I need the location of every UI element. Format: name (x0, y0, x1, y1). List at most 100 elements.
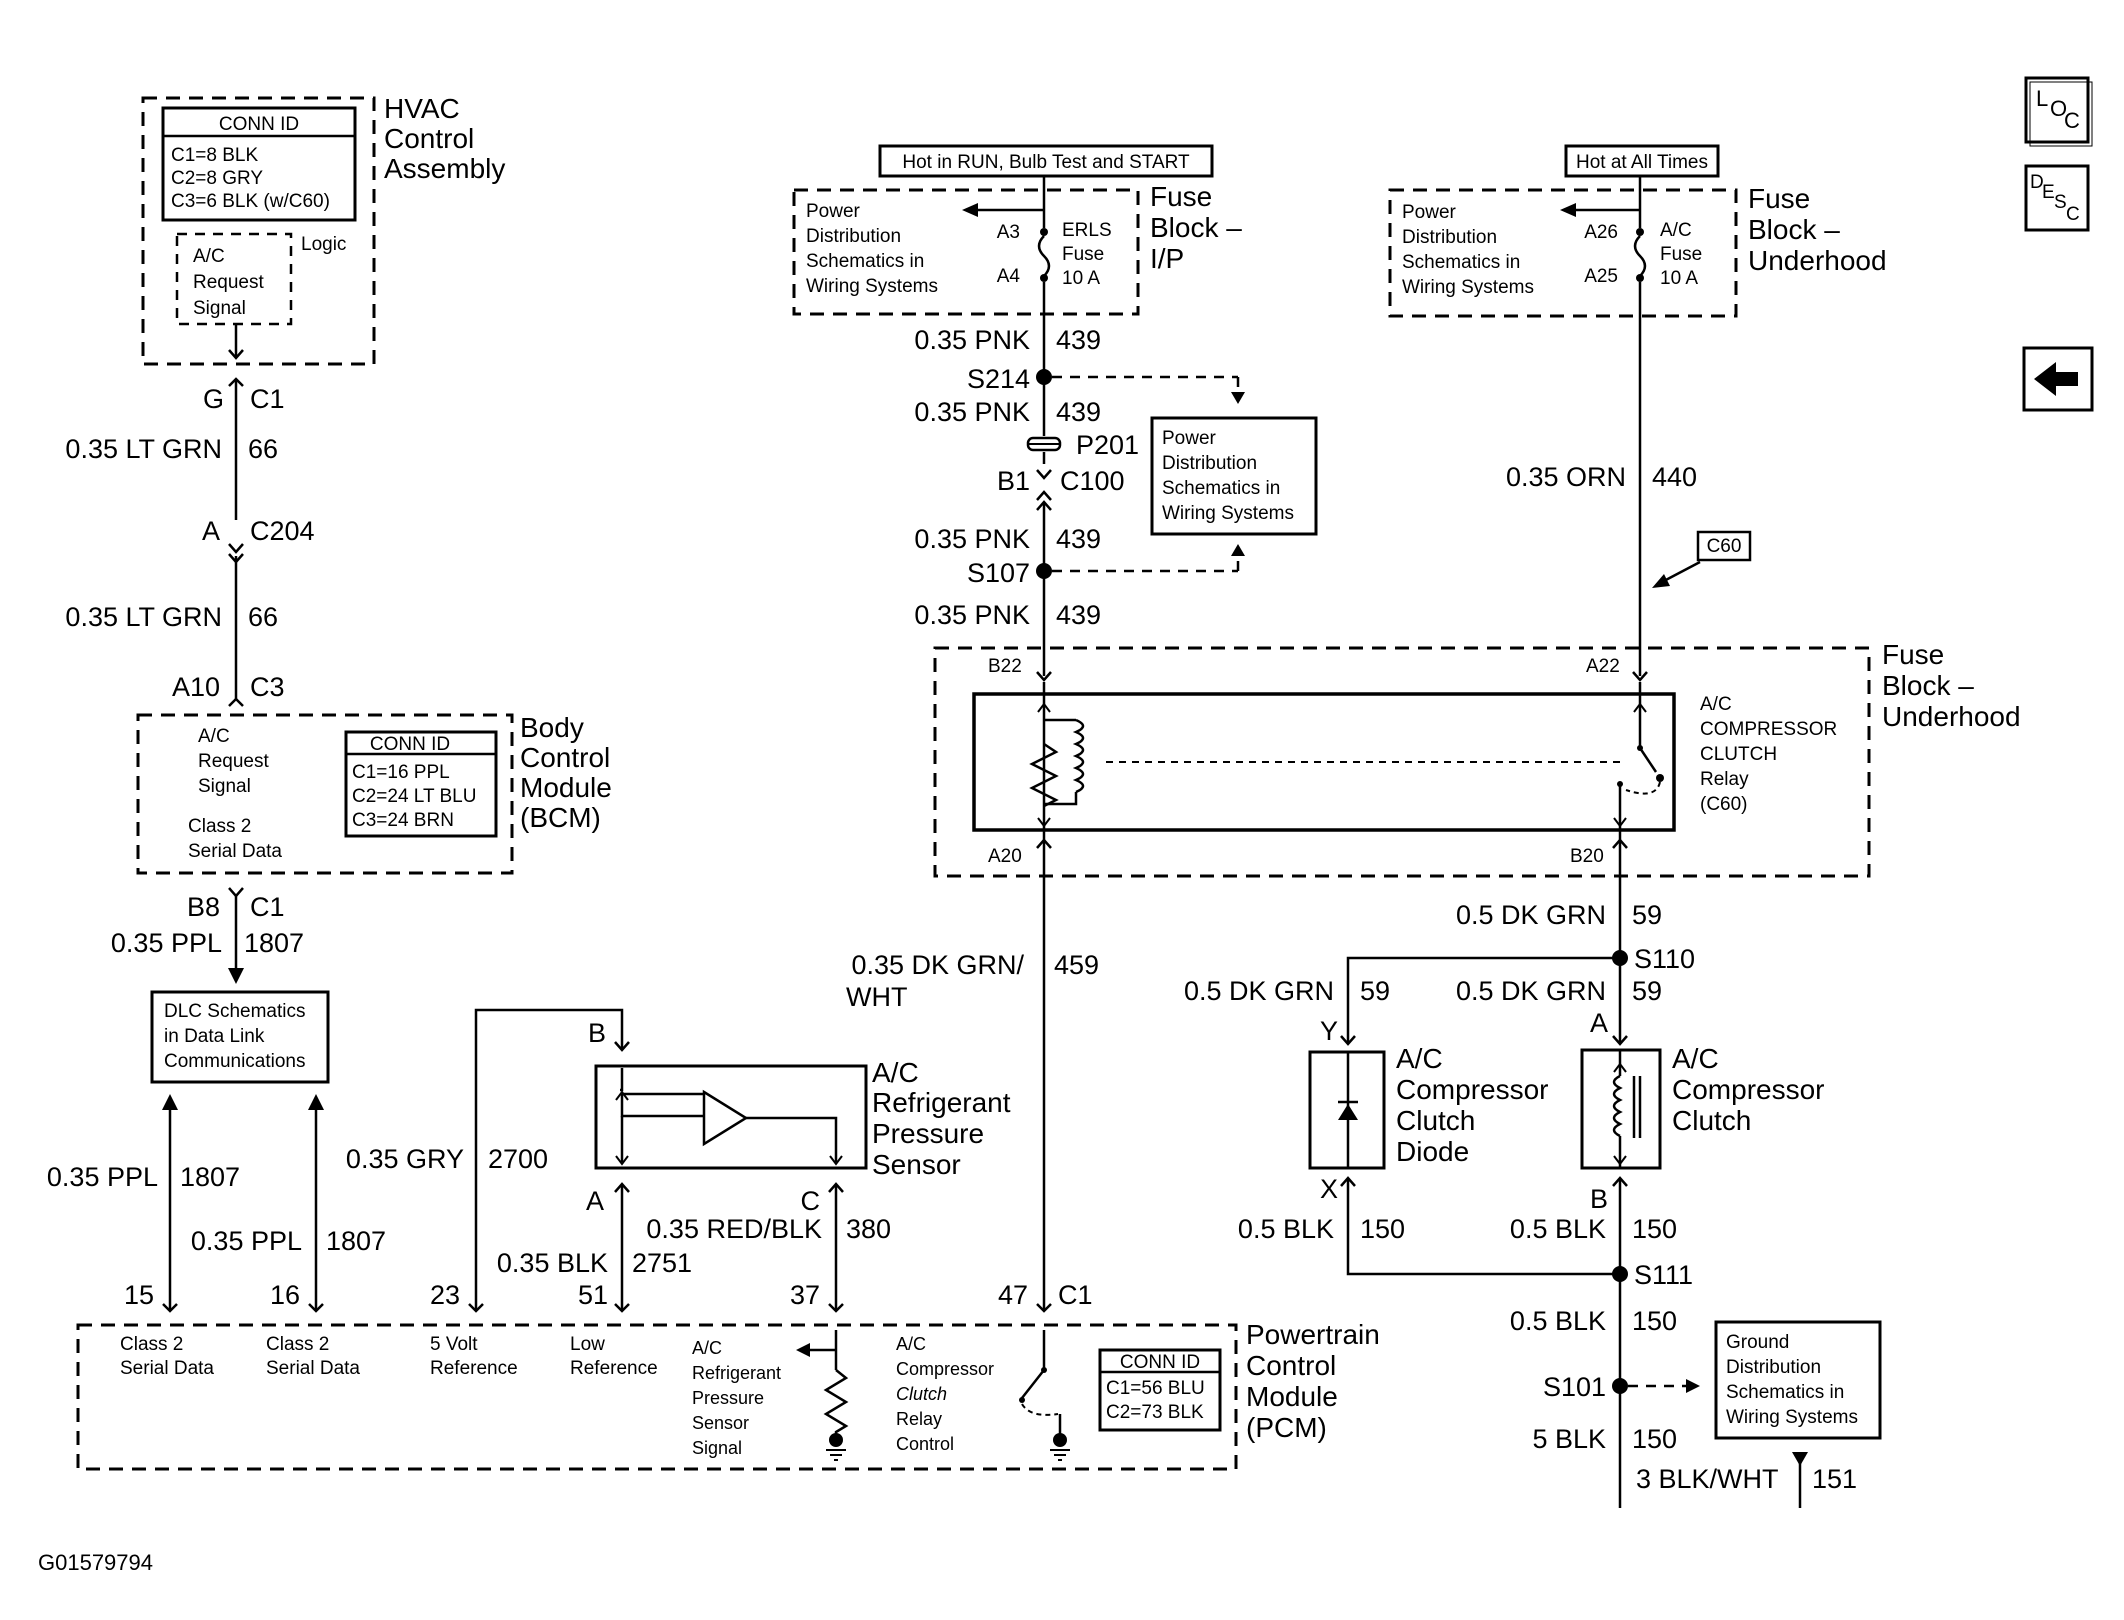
wire-number: 66 (248, 602, 278, 632)
pcm-label: Serial Data (120, 1358, 214, 1379)
fuse-block-underhood-title: Underhood (1748, 245, 1887, 276)
erls-fuse-label: Fuse (1062, 244, 1104, 265)
bcm-signal-label: A/C (198, 726, 230, 747)
wire-color: 0.5 BLK (1238, 1214, 1334, 1244)
relay-label: (C60) (1700, 794, 1748, 815)
pcm-title: Powertrain (1246, 1319, 1380, 1350)
pcm-conn-row: C1=56 BLU (1106, 1378, 1205, 1399)
pcm-label: Control (896, 1434, 954, 1454)
hvac-conn-row: C2=8 GRY (171, 168, 263, 189)
fuse-pin-a3: A3 (997, 222, 1020, 243)
wire-number: 59 (1632, 900, 1662, 930)
wire-color: 0.35 GRY (346, 1144, 464, 1174)
wire-number: 459 (1054, 950, 1099, 980)
wire-number: 380 (846, 1214, 891, 1244)
wire-number: 439 (1056, 600, 1101, 630)
ac-compressor-clutch: A/C Compressor Clutch (1580, 1043, 1824, 1170)
pcm-conn-row: C2=73 BLK (1106, 1402, 1204, 1423)
bcm-signal-label: Signal (198, 776, 251, 797)
bcm-conn-id-header: CONN ID (370, 734, 450, 755)
fuse-block-ip: Hot in RUN, Bulb Test and START Power Di… (792, 144, 1242, 316)
conn-p201: P201 (1076, 430, 1139, 460)
wire-color: 0.5 BLK (1510, 1214, 1606, 1244)
ac-fuse-label: A/C (1660, 220, 1692, 241)
diode-title: Compressor (1396, 1074, 1548, 1105)
fuse-pin-a26: A26 (1584, 222, 1618, 243)
ac-compressor-clutch-diode: A/C Compressor Clutch Diode (1308, 1043, 1548, 1170)
splice-s111: S111 (1634, 1260, 1693, 1290)
pcm-label: Serial Data (266, 1358, 360, 1379)
power-dist-label: Schematics in (1402, 252, 1520, 273)
bcm-conn-row: C3=24 BRN (352, 810, 454, 831)
pcm-pin: 15 (124, 1280, 154, 1310)
power-dist-label: Power (1402, 202, 1457, 223)
fuse-pin-a4: A4 (997, 266, 1021, 287)
wire-color: 0.35 PNK (914, 524, 1030, 554)
hvac-conn-row: C3=6 BLK (w/C60) (171, 191, 330, 212)
ground-dist-label: Ground (1726, 1332, 1789, 1353)
sensor-pin-b: B (588, 1018, 606, 1048)
pcm-pin: 16 (270, 1280, 300, 1310)
pcm-pin: 51 (578, 1280, 608, 1310)
c60-tag: C60 (1707, 536, 1742, 557)
relay-label: Relay (1700, 769, 1749, 790)
fuse-block-underhood-title: Block – (1748, 214, 1840, 245)
clutch-pin-a: A (1590, 1008, 1608, 1038)
relay-label: COMPRESSOR (1700, 719, 1837, 740)
sensor-title: Sensor (872, 1149, 961, 1180)
wire-number: 1807 (244, 928, 304, 958)
fuse-block-relay-title: Fuse (1882, 639, 1944, 670)
wire-color: 0.35 PPL (191, 1226, 302, 1256)
wire-color: 3 BLK/WHT (1636, 1464, 1779, 1494)
sensor-pin-a: A (586, 1186, 604, 1216)
ground-dist-label: Wiring Systems (1726, 1407, 1858, 1428)
wire-color: 0.35 PNK (914, 600, 1030, 630)
sensor-title: A/C (872, 1057, 919, 1088)
erls-fuse-label: 10 A (1062, 268, 1100, 289)
svg-text:D: D (2030, 172, 2044, 193)
clutch-pin-b: B (1590, 1184, 1608, 1214)
power-dist-label: Power (1162, 428, 1217, 449)
bcm-signal-label: Request (198, 751, 269, 772)
power-dist-label: Distribution (1402, 227, 1497, 248)
fuse-block-underhood-title: Fuse (1748, 183, 1810, 214)
pcm-title: Module (1246, 1381, 1338, 1412)
hot-in-run-label: Hot in RUN, Bulb Test and START (902, 152, 1190, 173)
power-dist-label: Wiring Systems (806, 276, 938, 297)
splice-s101: S101 (1543, 1372, 1606, 1402)
desc-button[interactable]: D E S C (2024, 164, 2090, 232)
wire-color: 0.35 PPL (111, 928, 222, 958)
pcm-label: Class 2 (266, 1334, 329, 1355)
wire-number: 151 (1812, 1464, 1857, 1494)
hvac-title: Assembly (384, 153, 505, 184)
wire-number: 66 (248, 434, 278, 464)
wire-color: 0.35 LT GRN (65, 434, 222, 464)
wire-number: 1807 (326, 1226, 386, 1256)
wire-number: 150 (1360, 1214, 1405, 1244)
conn-c204: C204 (250, 516, 315, 546)
wire-color: 0.35 PNK (914, 397, 1030, 427)
relay-pin-a22: A22 (1586, 656, 1620, 677)
wire-pnk-439: 0.35 PNK 439 S214 0.35 PNK 439 P201 B1 C… (914, 316, 1245, 682)
powertrain-control-module: Class 2 Serial Data Class 2 Serial Data … (76, 1319, 1380, 1471)
back-arrow-icon[interactable] (2022, 346, 2094, 412)
pcm-title: (PCM) (1246, 1412, 1327, 1443)
pin-a: A (202, 516, 220, 546)
wire-color: 0.35 ORN (1506, 462, 1626, 492)
loc-button[interactable]: L O C (2024, 76, 2093, 147)
wire-red-blk-380: C 0.35 RED/BLK 380 37 (646, 1182, 891, 1313)
ground-dist-label: Distribution (1726, 1357, 1821, 1378)
fuse-block-relay-title: Underhood (1882, 701, 2021, 732)
pcm-label: Relay (896, 1409, 942, 1429)
pcm-label: Reference (570, 1358, 658, 1379)
wire-color: WHT (846, 982, 907, 1012)
power-dist-label: Wiring Systems (1162, 503, 1294, 524)
diode-title: A/C (1396, 1043, 1443, 1074)
wire-number: 439 (1056, 397, 1101, 427)
wire-lt-grn-66: G C1 0.35 LT GRN 66 A C204 0.35 LT GRN 6… (65, 325, 315, 707)
pcm-label: Reference (430, 1358, 518, 1379)
power-dist-label: Wiring Systems (1402, 277, 1534, 298)
power-dist-label: Schematics in (1162, 478, 1280, 499)
pcm-conn-id-header: CONN ID (1120, 1352, 1200, 1373)
bcm-title: (BCM) (520, 802, 601, 833)
